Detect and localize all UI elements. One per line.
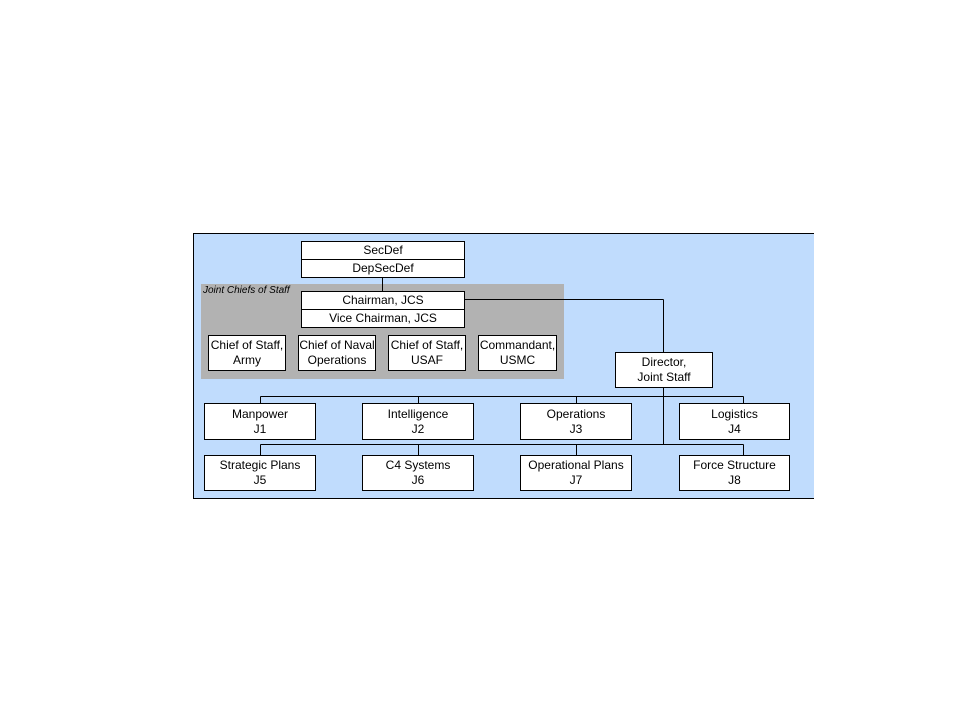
directorate-name: Manpower — [231, 406, 289, 421]
chief-line2: USMC — [499, 353, 536, 367]
chief-box-navy: Chief of Naval Operations — [298, 335, 376, 371]
depsecdef-label: DepSecDef — [352, 261, 414, 275]
chief-line2: Operations — [307, 353, 367, 367]
chairman-label: Chairman, JCS — [342, 293, 424, 307]
director-line1: Director, — [641, 355, 687, 369]
directorate-name: Force Structure — [693, 458, 776, 472]
directorate-code: J1 — [253, 421, 267, 436]
vice-chairman-label: Vice Chairman, JCS — [329, 311, 437, 325]
directorate-code: J6 — [411, 473, 425, 487]
chairman-box: Chairman, JCS — [301, 291, 465, 310]
directorate-box-j7: Operational Plans J7 — [520, 455, 632, 491]
directorate-box-j2: Intelligence J2 — [362, 403, 474, 440]
directorate-name: Logistics — [711, 406, 758, 421]
chief-box-army: Chief of Staff, Army — [208, 335, 286, 371]
directorate-box-j8: Force Structure J8 — [679, 455, 790, 491]
directorate-name: Operations — [546, 406, 606, 421]
directorate-name: C4 Systems — [385, 458, 451, 472]
directorate-box-j3: Operations J3 — [520, 403, 632, 440]
director-box: Director, Joint Staff — [615, 352, 713, 388]
chief-line1: Commandant, — [479, 338, 556, 352]
directorate-code: J3 — [569, 421, 583, 436]
vice-chairman-box: Vice Chairman, JCS — [301, 309, 465, 328]
joint-chiefs-group-label: Joint Chiefs of Staff — [203, 285, 290, 296]
chief-line1: Chief of Naval — [299, 338, 375, 352]
chief-box-usaf: Chief of Staff, USAF — [388, 335, 466, 371]
secdef-label: SecDef — [363, 243, 403, 257]
directorate-box-j1: Manpower J1 — [204, 403, 316, 440]
chief-line2: USAF — [410, 353, 443, 367]
directorate-code: J4 — [728, 421, 741, 436]
directorate-name: Intelligence — [387, 406, 449, 421]
directorate-box-j6: C4 Systems J6 — [362, 455, 474, 491]
chief-box-usmc: Commandant, USMC — [478, 335, 557, 371]
directorate-code: J8 — [728, 473, 741, 487]
depsecdef-box: DepSecDef — [301, 259, 465, 278]
chief-line1: Chief of Staff, — [210, 338, 284, 352]
director-line2: Joint Staff — [637, 370, 691, 384]
directorate-name: Operational Plans — [528, 458, 624, 472]
secdef-box: SecDef — [301, 241, 465, 260]
directorate-box-j4: Logistics J4 — [679, 403, 790, 440]
chief-line2: Army — [233, 353, 261, 367]
directorate-code: J2 — [411, 421, 425, 436]
directorate-name: Strategic Plans — [219, 458, 301, 472]
directorate-code: J5 — [253, 473, 267, 487]
directorate-box-j5: Strategic Plans J5 — [204, 455, 316, 491]
directorate-code: J7 — [569, 473, 583, 487]
chief-line1: Chief of Staff, — [390, 338, 464, 352]
